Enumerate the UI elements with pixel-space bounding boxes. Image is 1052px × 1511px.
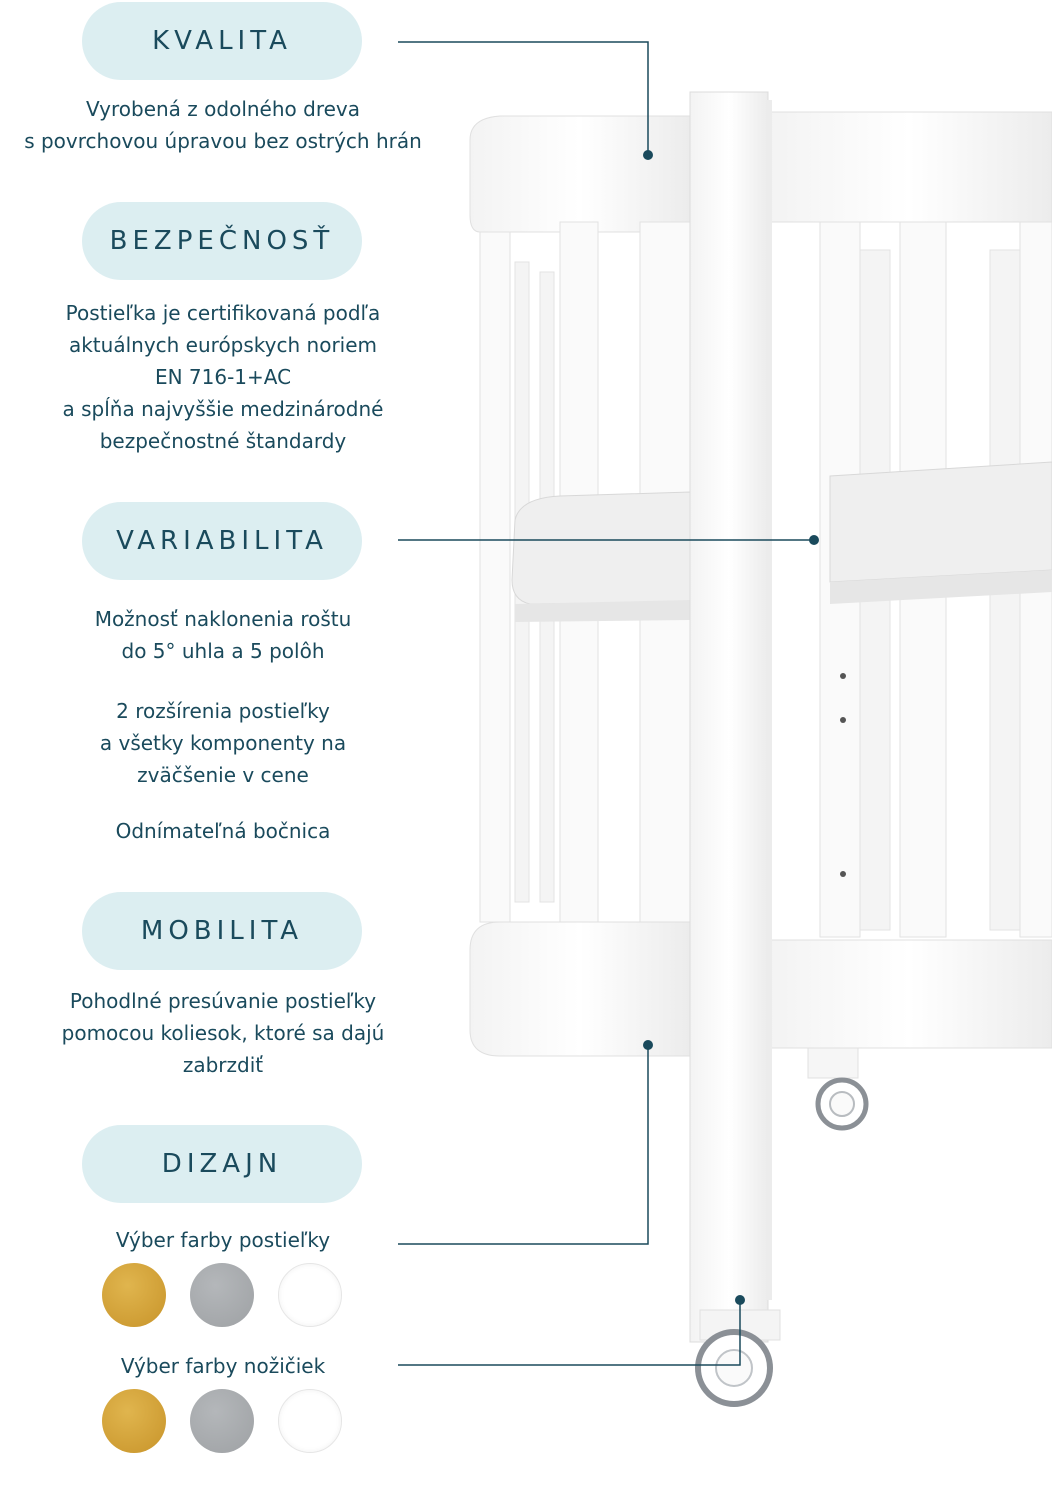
mobilita-heading: MOBILITA [82, 892, 362, 970]
crib-color-swatch-natural[interactable] [102, 1263, 166, 1327]
bezpecnost-line-1: Postieľka je certifikovaná podľa [65, 301, 381, 325]
crib-color-label: Výber farby postieľky [115, 1228, 331, 1252]
kvalita-line-1: Vyrobená z odolného dreva [86, 97, 360, 121]
crib-color-swatch-white[interactable] [278, 1263, 342, 1327]
variabilita-line-5: zväčšenie v cene [137, 763, 309, 787]
variabilita-line-1: Možnosť naklonenia roštu [94, 607, 352, 631]
mobilita-line-1: Pohodlné presúvanie postieľky [69, 989, 377, 1013]
bezpecnost-line-5: bezpečnostné štandardy [99, 429, 347, 453]
kvalita-line-2: s povrchovou úpravou bez ostrých hrán [24, 129, 422, 153]
variabilita-description-2: 2 rozšírenia postieľky a všetky komponen… [0, 695, 446, 791]
dizajn-heading: DIZAJN [82, 1125, 362, 1203]
bezpecnost-heading: BEZPEČNOSŤ [82, 202, 362, 280]
bezpecnost-line-4: a spĺňa najvyššie medzinárodné [62, 397, 384, 421]
mobilita-description: Pohodlné presúvanie postieľky pomocou ko… [0, 985, 446, 1081]
variabilita-heading: VARIABILITA [82, 502, 362, 580]
bezpecnost-line-3: EN 716-1+AC [154, 365, 292, 389]
kvalita-description: Vyrobená z odolného dreva s povrchovou ú… [0, 93, 446, 157]
bezpecnost-line-2: aktuálnych európskych noriem [68, 333, 378, 357]
variabilita-line-4: a všetky komponenty na [99, 731, 347, 755]
bezpecnost-description: Postieľka je certifikovaná podľa aktuáln… [0, 297, 446, 457]
mobilita-line-3: zabrzdiť [182, 1053, 264, 1077]
variabilita-description-1: Možnosť naklonenia roštu do 5° uhla a 5 … [0, 603, 446, 667]
leg-color-swatch-gray[interactable] [190, 1389, 254, 1453]
variabilita-line-3: 2 rozšírenia postieľky [116, 699, 330, 723]
variabilita-line-2: do 5° uhla a 5 polôh [121, 639, 325, 663]
leg-color-swatch-natural[interactable] [102, 1389, 166, 1453]
leg-color-label: Výber farby nožičiek [120, 1354, 326, 1378]
crib-color-swatch-gray[interactable] [190, 1263, 254, 1327]
variabilita-description-3: Odnímateľná bočnica [115, 819, 331, 843]
leg-color-swatch-white[interactable] [278, 1389, 342, 1453]
kvalita-heading: KVALITA [82, 2, 362, 80]
mobilita-line-2: pomocou koliesok, ktoré sa dajú [61, 1021, 385, 1045]
